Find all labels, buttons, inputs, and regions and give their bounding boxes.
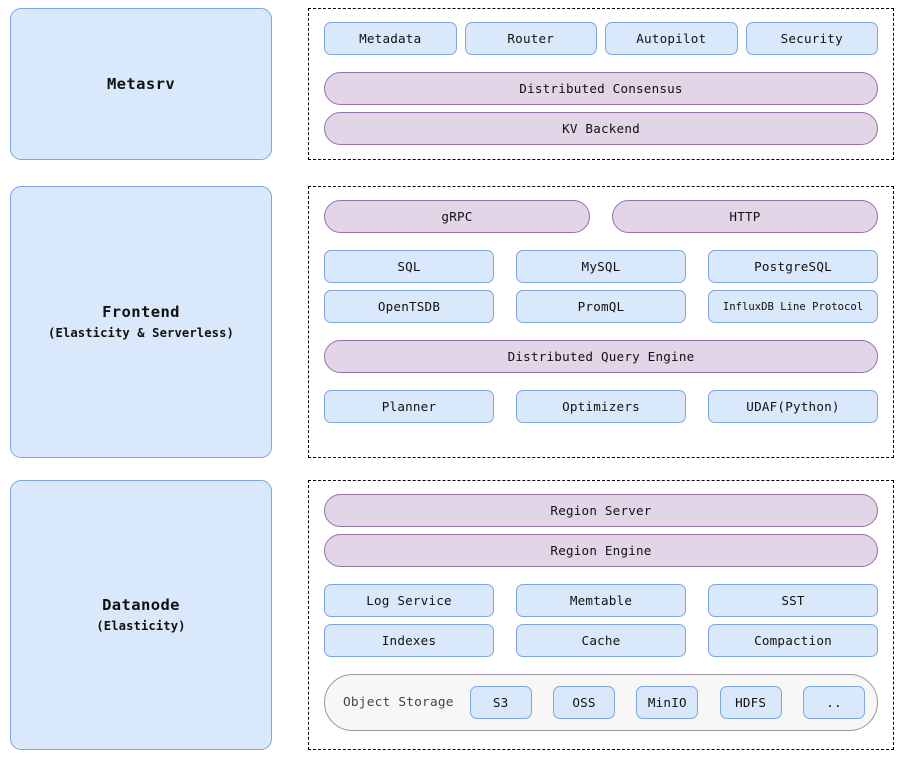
datanode-storage-row-2: Indexes Cache Compaction [324,624,878,657]
frontend-subtitle: (Elasticity & Serverless) [48,325,234,340]
datanode-subtitle: (Elasticity) [96,618,186,633]
chip-indexes[interactable]: Indexes [324,624,494,657]
chip-log-service[interactable]: Log Service [324,584,494,617]
chip-planner[interactable]: Planner [324,390,494,423]
chip-memtable[interactable]: Memtable [516,584,686,617]
metasrv-band: Metasrv Metadata Router Autopilot Securi… [0,0,903,176]
chip-optimizers[interactable]: Optimizers [516,390,686,423]
datanode-object-storage-row: Object Storage S3 OSS MinIO HDFS .. [324,674,878,731]
chip-kv-backend[interactable]: KV Backend [324,112,878,145]
chip-hdfs[interactable]: HDFS [719,686,782,719]
frontend-dialects-row-2: OpenTSDB PromQL InfluxDB Line Protocol [324,290,878,323]
frontend-engine-parts-row: Planner Optimizers UDAF(Python) [324,390,878,423]
chip-router[interactable]: Router [464,22,597,55]
chip-compaction[interactable]: Compaction [708,624,878,657]
chip-oss[interactable]: OSS [553,686,615,719]
object-storage-backends: S3 OSS MinIO HDFS .. [469,686,865,719]
chip-influxdb-line-protocol[interactable]: InfluxDB Line Protocol [708,290,878,323]
frontend-detail-panel: gRPC HTTP SQL MySQL PostgreSQL OpenTSDB … [308,186,894,458]
datanode-detail-panel: Region Server Region Engine Log Service … [308,480,894,750]
datanode-region-server-row: Region Server [324,494,878,527]
object-storage-label: Object Storage [343,695,454,710]
chip-autopilot[interactable]: Autopilot [605,22,738,55]
frontend-dialects-row-1: SQL MySQL PostgreSQL [324,250,878,283]
chip-mysql[interactable]: MySQL [516,250,686,283]
chip-s3[interactable]: S3 [469,686,532,719]
chip-sst[interactable]: SST [708,584,878,617]
chip-http[interactable]: HTTP [612,200,878,233]
chip-more[interactable]: .. [802,686,865,719]
chip-region-server[interactable]: Region Server [324,494,878,527]
datanode-band: Datanode (Elasticity) Region Server Regi… [0,471,903,762]
metasrv-detail-panel: Metadata Router Autopilot Security Distr… [308,8,894,160]
chip-metadata[interactable]: Metadata [324,22,457,55]
chip-cache[interactable]: Cache [516,624,686,657]
datanode-card[interactable]: Datanode (Elasticity) [10,480,272,750]
datanode-region-engine-row: Region Engine [324,534,878,567]
frontend-title: Frontend [102,302,180,321]
chip-distributed-query-engine[interactable]: Distributed Query Engine [324,340,878,373]
datanode-title: Datanode [102,595,180,614]
chip-security[interactable]: Security [745,22,878,55]
chip-region-engine[interactable]: Region Engine [324,534,878,567]
metasrv-services-row: Metadata Router Autopilot Security [324,22,878,55]
frontend-query-engine-row: Distributed Query Engine [324,340,878,373]
metasrv-kv-row: KV Backend [324,112,878,145]
object-storage-strip: Object Storage S3 OSS MinIO HDFS .. [324,674,878,731]
frontend-protocols-row: gRPC HTTP [324,200,878,233]
metasrv-consensus-row: Distributed Consensus [324,72,878,105]
chip-sql[interactable]: SQL [324,250,494,283]
chip-minio[interactable]: MinIO [636,686,699,719]
metasrv-title: Metasrv [106,74,176,93]
chip-opentsdb[interactable]: OpenTSDB [324,290,494,323]
frontend-card[interactable]: Frontend (Elasticity & Serverless) [10,186,272,458]
chip-distributed-consensus[interactable]: Distributed Consensus [324,72,878,105]
metasrv-card[interactable]: Metasrv [10,8,272,160]
chip-grpc[interactable]: gRPC [324,200,590,233]
chip-udaf-python[interactable]: UDAF(Python) [708,390,878,423]
chip-promql[interactable]: PromQL [516,290,686,323]
datanode-storage-row-1: Log Service Memtable SST [324,584,878,617]
chip-postgresql[interactable]: PostgreSQL [708,250,878,283]
frontend-band: Frontend (Elasticity & Serverless) gRPC … [0,176,903,471]
